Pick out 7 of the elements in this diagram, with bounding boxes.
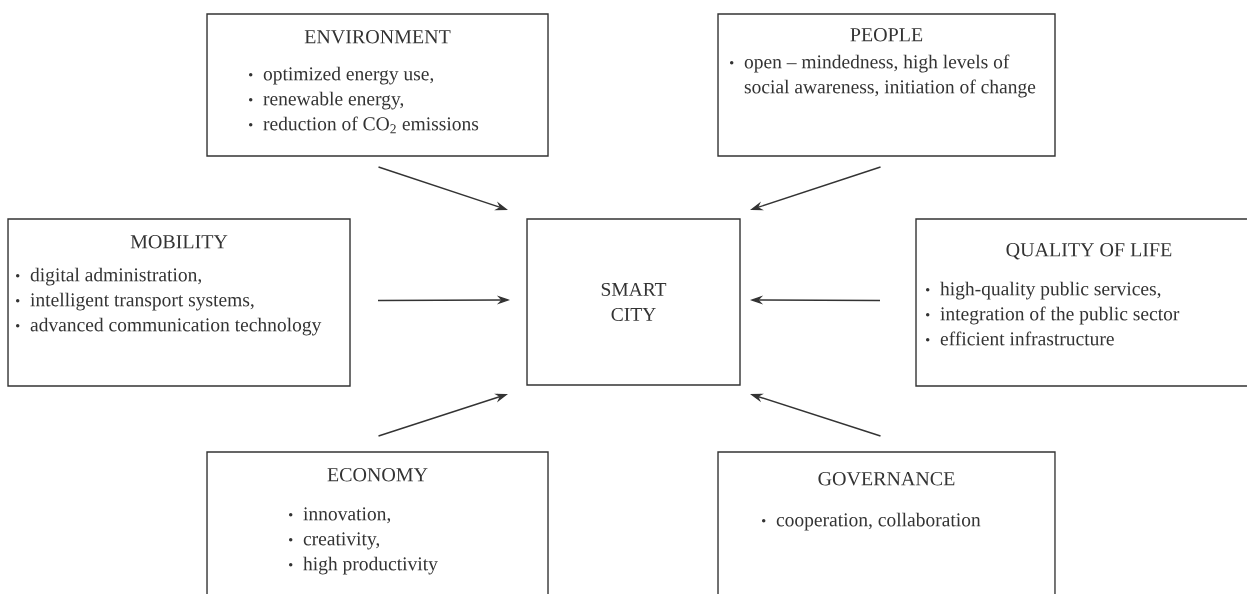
concept-box: ECONOMY innovation, creativity, high productivity: [206, 451, 549, 594]
concept-box: PEOPLE open – mindedness, high levels of social awareness, initiation of change: [717, 13, 1056, 157]
concept-box: SMART CITY: [526, 218, 741, 386]
concept-box: QUALITY OF LIFE high-quality public services, integration of the public sector efficient infrastructure: [915, 218, 1247, 387]
concept-box: ENVIRONMENT optimized energy use, renewable energy, reduction of CO$_{2}$ emissions: [206, 13, 549, 157]
concept-box: MOBILITY digital administration, intelligent transport systems, advanced communication technology: [7, 218, 351, 387]
concept-box: GOVERNANCE cooperation, collaboration: [717, 451, 1056, 594]
